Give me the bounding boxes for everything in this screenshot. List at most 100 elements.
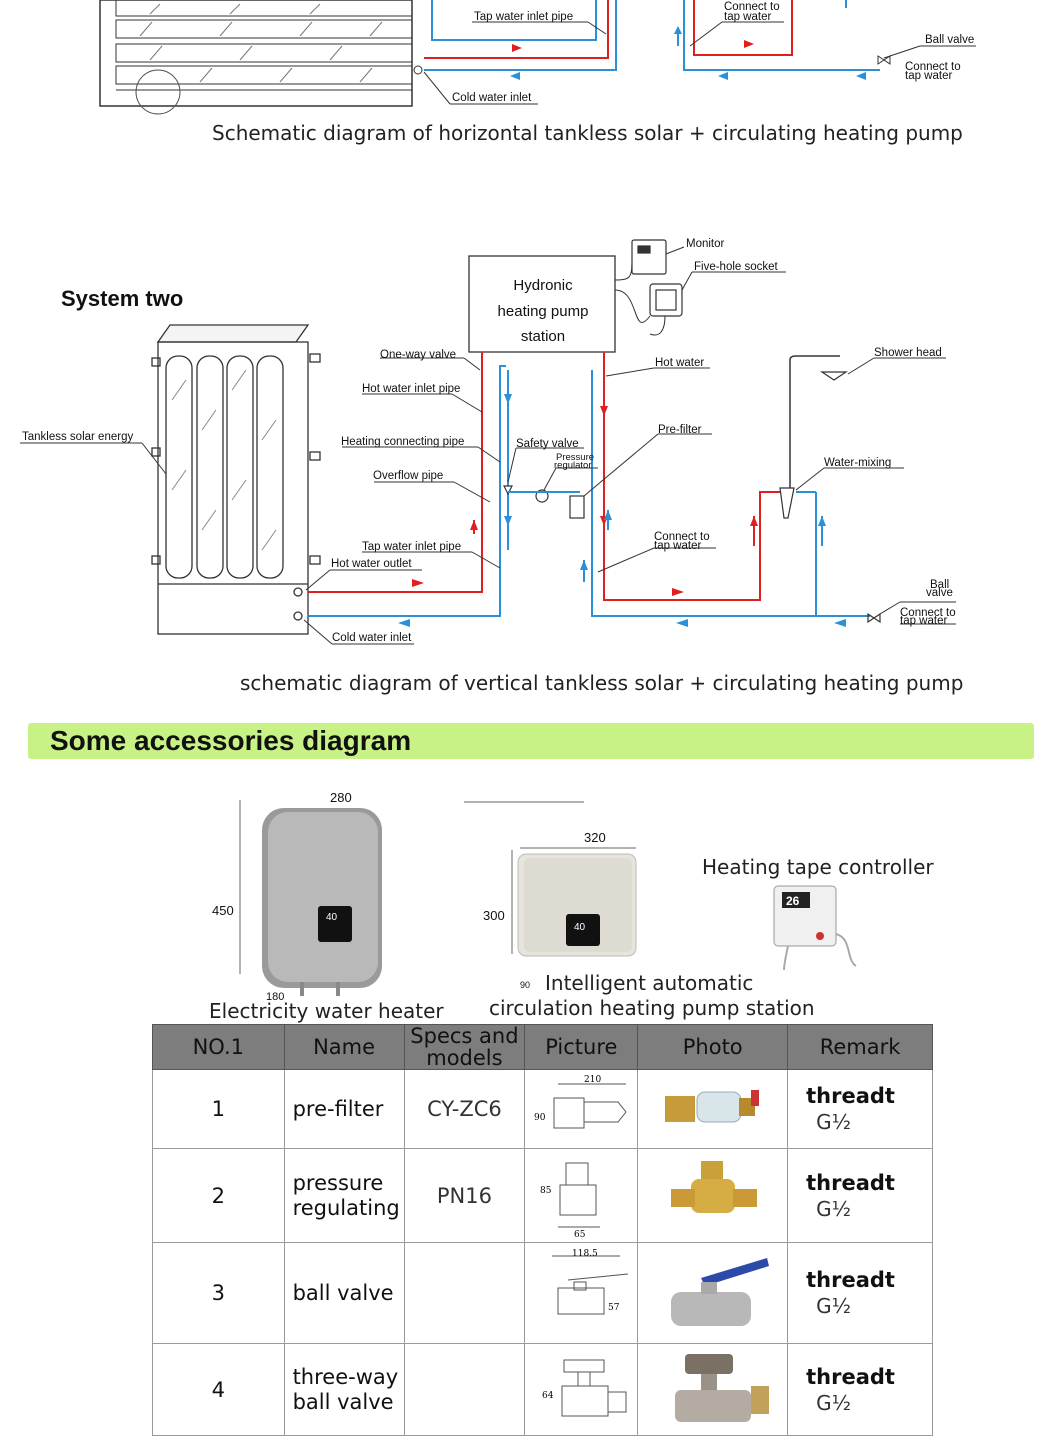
row-no: 3 — [152, 1242, 285, 1344]
label-socket: Five-hole socket — [694, 261, 779, 273]
label-connect-1: Connect to — [654, 531, 710, 543]
header-specs-2: models — [426, 1046, 503, 1070]
three-way-photo-icon — [674, 1353, 769, 1422]
row-name: pre-filter — [283, 1069, 405, 1149]
pic-dim-a: 85 — [540, 1186, 552, 1196]
label-tap-inlet-2: Tap water inlet pipe — [362, 541, 461, 553]
heater-caption: Electricity water heater — [209, 999, 444, 1023]
controller-image — [773, 885, 857, 971]
row-picture: 85 65 — [524, 1148, 639, 1243]
label-connect-2: tap water — [654, 540, 701, 552]
shower-head-icon — [820, 371, 848, 381]
label-tankless: Tankless solar energy — [22, 431, 133, 443]
row-photo — [637, 1069, 789, 1149]
system-two-caption: schematic diagram of vertical tankless s… — [240, 671, 964, 695]
label-cold-inlet-1: Cold water inlet — [452, 92, 532, 104]
label-monitor: Monitor — [686, 238, 725, 250]
prefilter-icon — [569, 495, 585, 519]
label-connect-tap-2b: tap water — [905, 70, 952, 82]
regulator-drawing-icon: 85 65 — [540, 1162, 601, 1239]
header-photo: Photo — [637, 1024, 789, 1070]
remark-1: threadt — [806, 1084, 895, 1108]
label-connect-tap-1b: tap water — [724, 11, 771, 23]
prefilter-photo-icon — [664, 1090, 759, 1123]
station-label-1: Hydronic — [513, 277, 573, 294]
label-ball-2: valve — [926, 587, 953, 599]
label-heating-pipe: Heating connecting pipe — [341, 436, 464, 448]
header-remark: Remark — [787, 1024, 933, 1070]
header-picture: Picture — [524, 1024, 639, 1070]
system-two-title: System two — [61, 286, 184, 311]
pic-dim-b: 90 — [534, 1113, 546, 1123]
remark-2: G½ — [816, 1390, 852, 1415]
heater-dim-h: 450 — [212, 903, 234, 918]
remark-1: threadt — [806, 1170, 895, 1195]
label-pressure-2: regulator — [554, 460, 592, 471]
pump-dim-d: 90 — [520, 980, 530, 990]
row-picture: 64 — [524, 1343, 639, 1436]
remark-2: G½ — [816, 1110, 852, 1134]
row-name-1: ball valve — [292, 1280, 394, 1305]
system-two-diagram: Hydronic heating pump station — [20, 238, 956, 645]
remark-1: threadt — [806, 1364, 895, 1389]
label-ball-1: Ball — [930, 579, 949, 591]
row-name-1: pressure — [292, 1170, 384, 1195]
label-ball-valve-1: Ball valve — [925, 34, 974, 46]
accessories-illustrations: 280 450 180 40 320 300 90 40 26 — [212, 790, 857, 1003]
label-tap-inlet-1: Tap water inlet pipe — [474, 11, 573, 23]
safety-valve-icon — [503, 485, 513, 496]
label-hot-inlet-pipe: Hot water inlet pipe — [362, 383, 460, 395]
label-shower: Shower head — [874, 347, 942, 359]
header-no: NO.1 — [152, 1024, 285, 1070]
pic-dim-b: 57 — [608, 1303, 620, 1313]
section-title: Some accessories diagram — [50, 725, 412, 756]
controller-display: 26 — [786, 894, 800, 908]
row-model — [403, 1343, 526, 1436]
pump-station-image — [511, 847, 637, 957]
section-header-bar: Some accessories diagram — [28, 723, 1034, 759]
ball-valve-icon — [867, 612, 881, 624]
row-no: 2 — [152, 1148, 285, 1243]
remark-2: G½ — [816, 1294, 852, 1318]
heater-dim-w: 280 — [330, 790, 352, 805]
row-photo — [637, 1343, 789, 1436]
row-model — [403, 1242, 526, 1344]
label-pressure-1: Pressure — [556, 452, 594, 463]
pump-caption-1: Intelligent automatic — [545, 971, 754, 995]
row-photo — [637, 1242, 789, 1344]
pic-dim-b: 65 — [574, 1230, 586, 1239]
pic-dim-a: 64 — [542, 1391, 554, 1401]
label-hot-water: Hot water — [655, 357, 704, 369]
mixing-valve-icon — [779, 487, 795, 519]
label-prefilter: Pre-filter — [658, 424, 702, 436]
pump-dim-h: 300 — [483, 908, 505, 923]
label-connect-b2: tap water — [900, 615, 947, 627]
label-water-mixing: Water-mixing — [824, 457, 891, 469]
label-connect-tap-1: Connect to — [724, 1, 780, 13]
label-one-way-valve: One-way valve — [380, 349, 456, 361]
pump-station-box — [468, 255, 616, 353]
header-specs-1: Specs and — [410, 1024, 519, 1048]
row-name-2: ball valve — [292, 1389, 394, 1414]
pump-caption-2: circulation heating pump station — [489, 996, 815, 1020]
row-name-1: pre-filter — [292, 1096, 384, 1121]
row-photo — [637, 1148, 789, 1243]
header-name: Name — [283, 1024, 405, 1070]
label-hot-outlet: Hot water outlet — [331, 558, 412, 570]
row-name-2: regulating — [292, 1195, 400, 1220]
ball-valve-photo-icon — [670, 1258, 769, 1326]
horizontal-solar-collector — [99, 0, 423, 115]
